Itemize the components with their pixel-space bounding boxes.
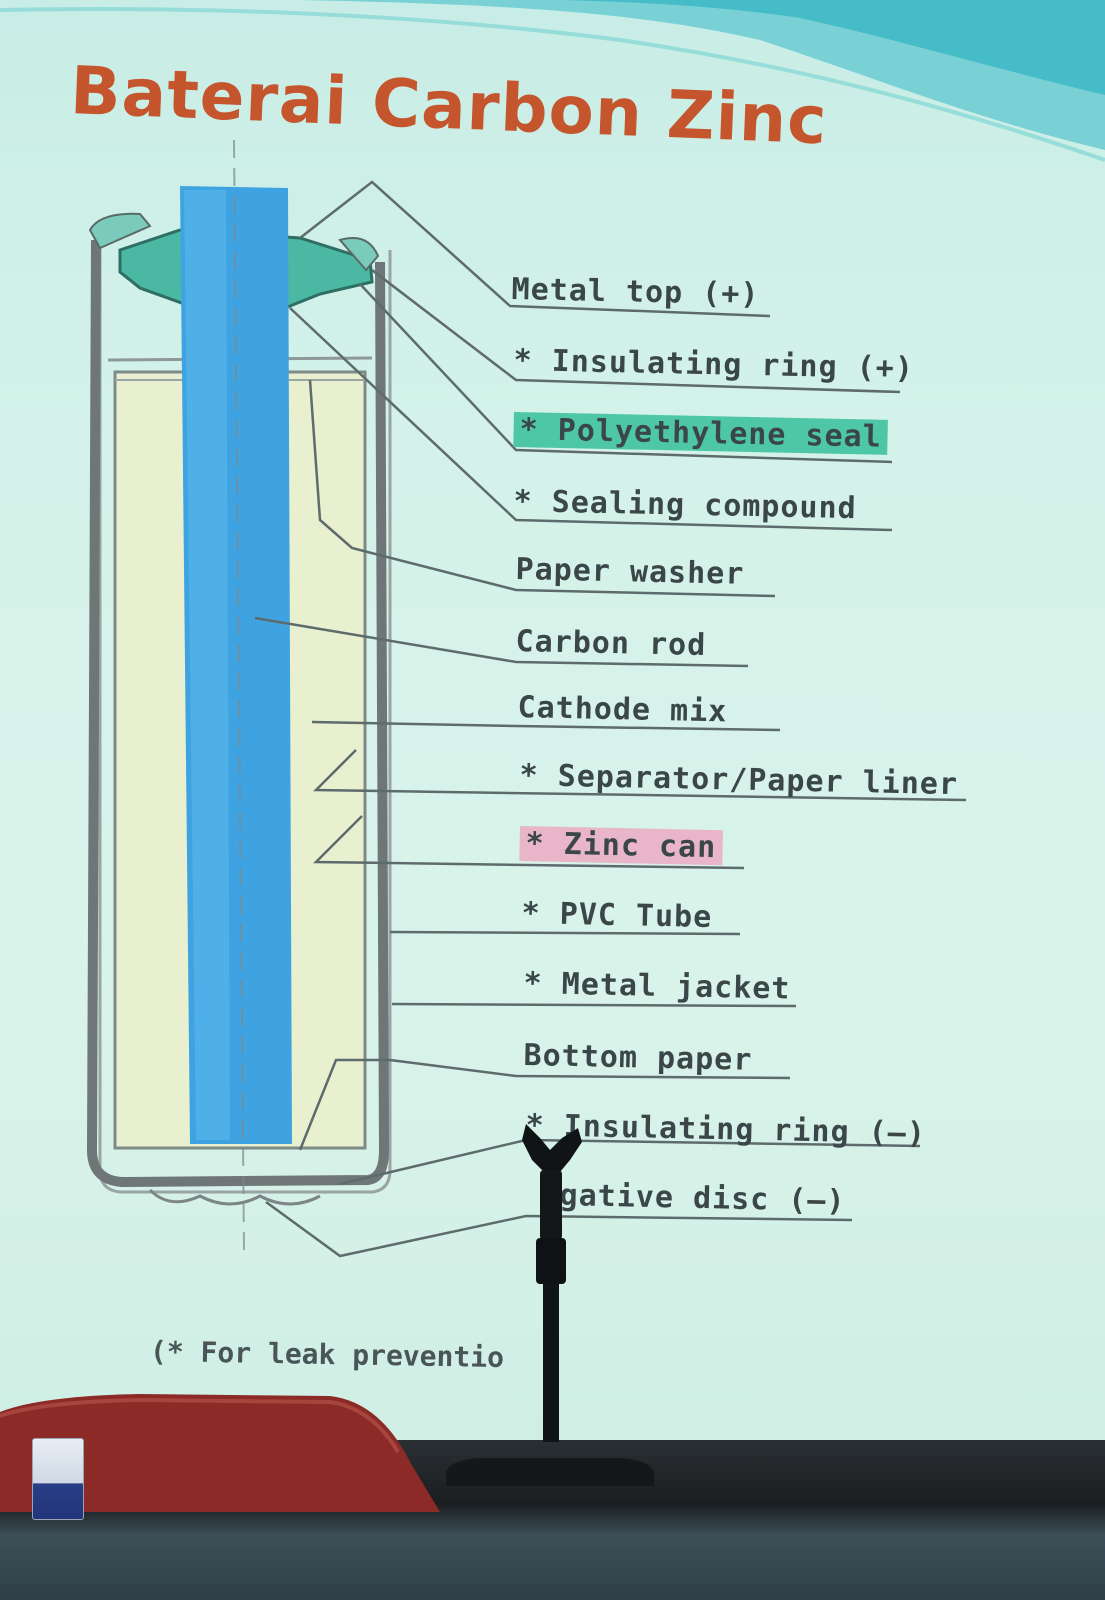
logo-icon	[32, 1438, 84, 1520]
zinc-can	[86, 239, 390, 1188]
label-zinc-can: * Zinc can	[519, 826, 723, 866]
label-metal-jacket: * Metal jacket	[523, 966, 791, 1007]
label-bottom-paper: Bottom paper	[523, 1038, 753, 1078]
red-chair-back	[0, 1394, 440, 1512]
label-paper-washer: Paper washer	[515, 552, 745, 592]
label-cathode-mix: Cathode mix	[517, 690, 728, 730]
battery-cross-section-diagram	[86, 139, 967, 1258]
header-wave	[0, 0, 1105, 162]
label-pvc-tube: * PVC Tube	[521, 896, 713, 935]
label-sealing-compound: * Sealing compound	[513, 484, 858, 527]
microphone-icon	[446, 1124, 654, 1486]
label-carbon-rod: Carbon rod	[515, 624, 707, 663]
label-metal-top: Metal top (+)	[511, 272, 760, 313]
label-zinc-can-text: * Zinc can	[519, 826, 723, 866]
